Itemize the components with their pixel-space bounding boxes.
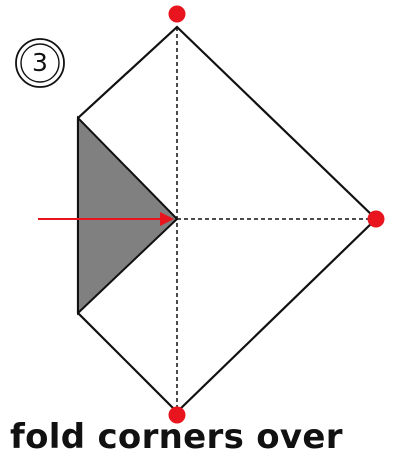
fold-arrow-head: [160, 212, 174, 226]
folded-flap-shaded: [77, 115, 179, 316]
corner-marker-bottom: [168, 406, 186, 424]
step-number: 3: [32, 48, 48, 77]
step-badge: 3: [15, 38, 65, 88]
corner-marker-right: [367, 210, 385, 228]
instruction-caption: fold corners over: [10, 417, 343, 457]
corner-marker-top: [168, 5, 186, 23]
step-badge-inner-ring: [20, 43, 60, 83]
